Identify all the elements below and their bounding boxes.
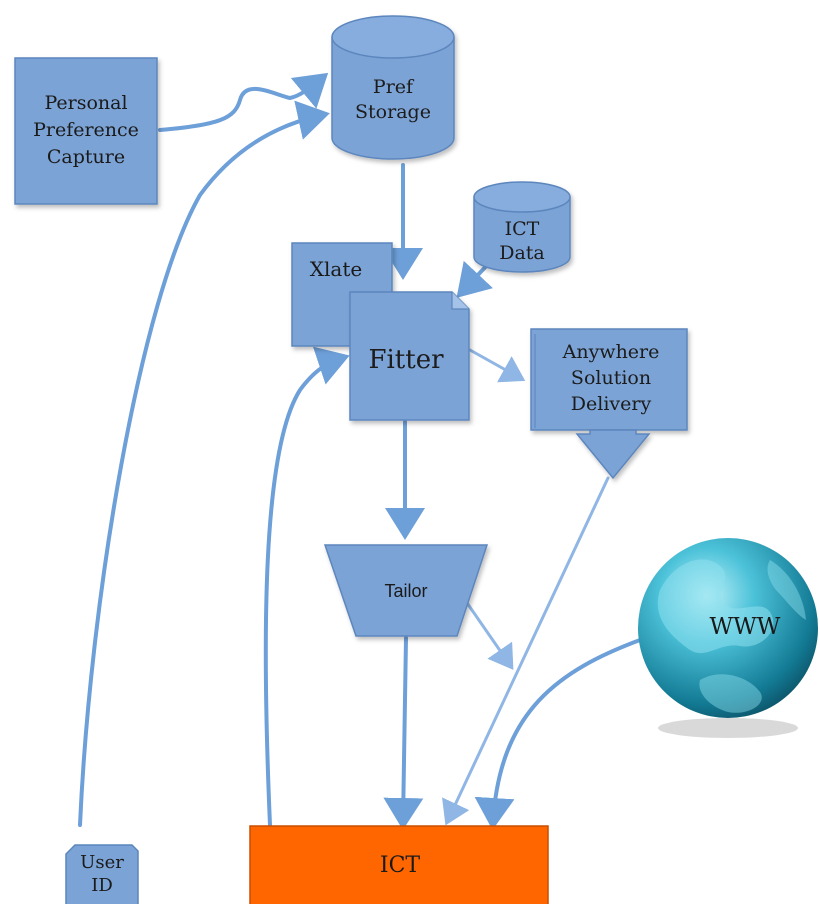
delivery-label-2: Solution [571, 367, 651, 389]
arrow-www-to-ict [474, 638, 642, 830]
user-id-label-1: User [80, 852, 124, 873]
ict-label: ICT [380, 853, 421, 878]
ict-node: ICT [249, 825, 549, 904]
capture-label-2: Preference [33, 119, 139, 141]
xlate-label: Xlate [310, 257, 362, 281]
fitter-node: Fitter [349, 291, 470, 421]
pref-storage-label-2: Storage [355, 101, 431, 123]
pref-storage-node: Pref Storage [331, 15, 455, 160]
ict-data-label-2: Data [499, 242, 545, 264]
www-node: WWW [638, 538, 818, 738]
arrow-tailor-out [463, 598, 514, 670]
delivery-label-3: Delivery [571, 393, 652, 415]
arrow-tailor-to-ict [383, 636, 424, 830]
www-label: WWW [710, 614, 781, 640]
pref-storage-label-1: Pref [373, 76, 415, 98]
connectors [78, 72, 642, 830]
personal-preference-capture-node: Personal Preference Capture [14, 57, 158, 205]
arrow-userid-to-storage [78, 100, 330, 827]
ict-data-label-1: ICT [505, 218, 540, 240]
connectors-light [442, 348, 610, 826]
arrow-ict-to-fitter [263, 346, 350, 827]
fitter-label: Fitter [368, 345, 444, 375]
tailor-label: Tailor [384, 581, 427, 601]
tailor-node: Tailor [323, 544, 489, 637]
arrow-capture-to-storage [158, 72, 329, 132]
user-id-label-2: ID [91, 875, 113, 896]
capture-label-3: Capture [47, 146, 125, 168]
arrow-delivery-to-ict [442, 476, 610, 826]
capture-label-1: Personal [44, 92, 127, 114]
delivery-label-1: Anywhere [562, 341, 660, 363]
user-id-node: User ID [65, 844, 139, 904]
anywhere-solution-delivery-node: Anywhere Solution Delivery [530, 328, 688, 480]
ict-data-node: ICT Data [473, 181, 571, 273]
arrow-fitter-to-delivery [468, 348, 526, 383]
